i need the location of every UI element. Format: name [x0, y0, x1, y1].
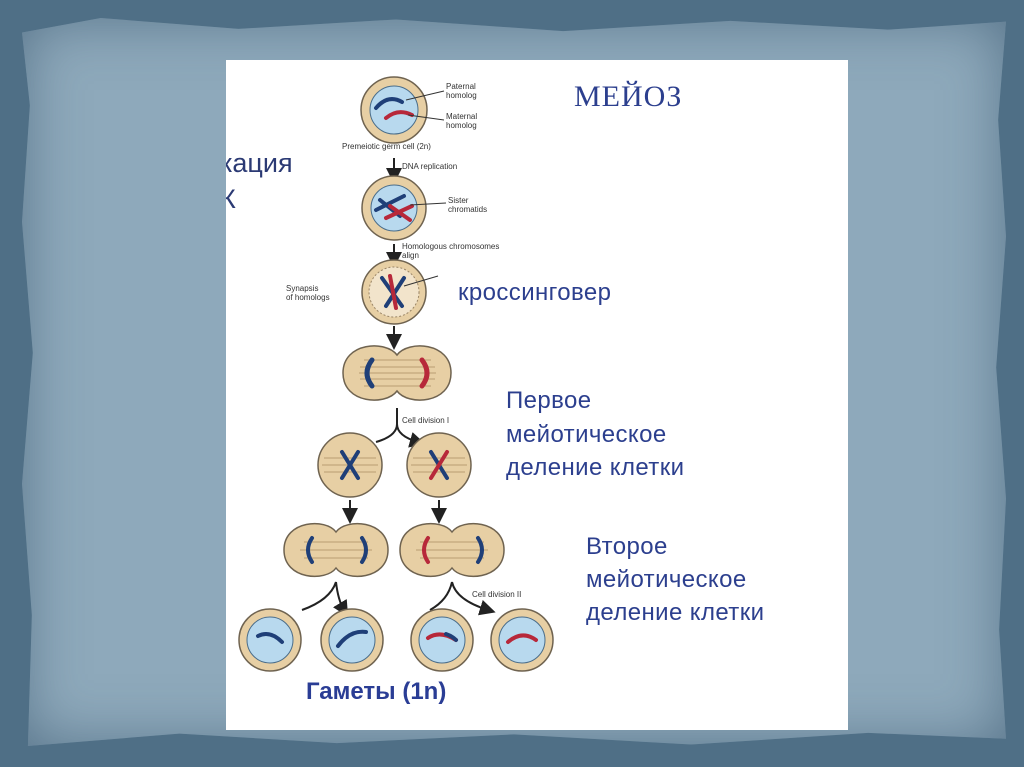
gametes-label: Гаметы (1n) — [306, 678, 447, 705]
division2-line-1: Второе — [586, 533, 668, 560]
slide-title: МЕЙОЗ — [574, 80, 683, 113]
premeiotic-cell — [360, 76, 445, 144]
homologous-line-1: Homologous chromosomes — [402, 242, 500, 251]
metaphase-2-cell-left — [317, 432, 383, 498]
gamete-2 — [320, 608, 384, 672]
gamete-3 — [410, 608, 474, 672]
division1-line-2: мейотическое — [506, 421, 667, 448]
anaphase-2-cell-right — [399, 522, 505, 578]
maternal-line-2: homolog — [446, 121, 477, 130]
division1-line-1: Первое — [506, 387, 592, 414]
crossing-over-label: кроссинговер — [458, 279, 612, 306]
meiosis-diagram: Paternal homolog Maternal homolog Premei… — [226, 60, 848, 730]
premeiotic-cell-label: Premeiotic germ cell (2n) — [342, 142, 431, 151]
cell-division-2-label: Cell division II — [472, 590, 522, 599]
gamete-4 — [490, 608, 554, 672]
maternal-line-1: Maternal — [446, 112, 478, 121]
split-arrow-1 — [375, 423, 418, 442]
paternal-homolog-label: Paternal homolog — [446, 82, 477, 100]
anaphase-1-cell — [342, 345, 452, 401]
paternal-line-2: homolog — [446, 91, 477, 100]
synapsis-line-1: Synapsis — [286, 284, 319, 293]
sister-line-2: chromatids — [448, 205, 488, 214]
split-arrow-3 — [429, 581, 488, 610]
sister-chromatids-label: Sister chromatids — [448, 196, 487, 214]
cell-division-1-label: Cell division I — [402, 416, 450, 425]
division2-line-2: мейотическое — [586, 566, 747, 593]
division1-line-3: деление клетки — [506, 454, 685, 481]
split-arrow-2 — [301, 581, 344, 610]
dna-replication-label: DNA replication — [402, 162, 458, 171]
gamete-1 — [238, 608, 302, 672]
synapsis-label: Synapsis of homologs — [286, 284, 330, 302]
paternal-line-1: Paternal — [446, 82, 476, 91]
metaphase-2-cell-right — [406, 432, 472, 498]
anaphase-2-cell-left — [283, 522, 389, 578]
maternal-homolog-label: Maternal homolog — [446, 112, 477, 130]
synapsis-line-2: of homologs — [286, 293, 330, 302]
homologous-align-label: Homologous chromosomes align — [402, 242, 499, 260]
sister-line-1: Sister — [448, 196, 469, 205]
division2-line-3: деление клетки — [586, 599, 765, 626]
meiosis-figure — [238, 76, 554, 672]
homologous-line-2: align — [402, 251, 419, 260]
cropped-text-2: К — [226, 184, 236, 214]
synapsis-cell — [361, 259, 439, 325]
replicated-cell — [361, 175, 447, 241]
cropped-text-1: кация — [226, 148, 293, 178]
